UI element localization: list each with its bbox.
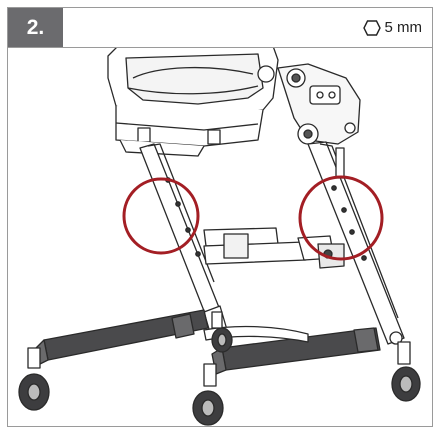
tool-spec: 5 mm	[362, 8, 423, 47]
step-number-badge: 2.	[8, 8, 63, 47]
highlight-circle-right	[298, 175, 384, 261]
caster-rear-right	[391, 341, 421, 402]
step-header: 2. 5 mm	[8, 8, 432, 48]
center-crossbar	[203, 227, 345, 269]
seat-unit	[107, 48, 279, 157]
hex-key-icon	[362, 19, 381, 36]
left-base-tube	[33, 309, 209, 367]
tool-size-label: 5 mm	[384, 19, 423, 36]
side-mechanism	[257, 63, 361, 145]
caster-front-left	[18, 347, 50, 411]
caster-rear-left	[211, 311, 233, 353]
walker-frame-illustration	[18, 48, 421, 426]
highlight-circle-left	[122, 177, 200, 255]
caster-front-right	[192, 363, 224, 426]
step-frame: 2. 5 mm	[7, 7, 433, 427]
right-leg	[307, 141, 405, 345]
